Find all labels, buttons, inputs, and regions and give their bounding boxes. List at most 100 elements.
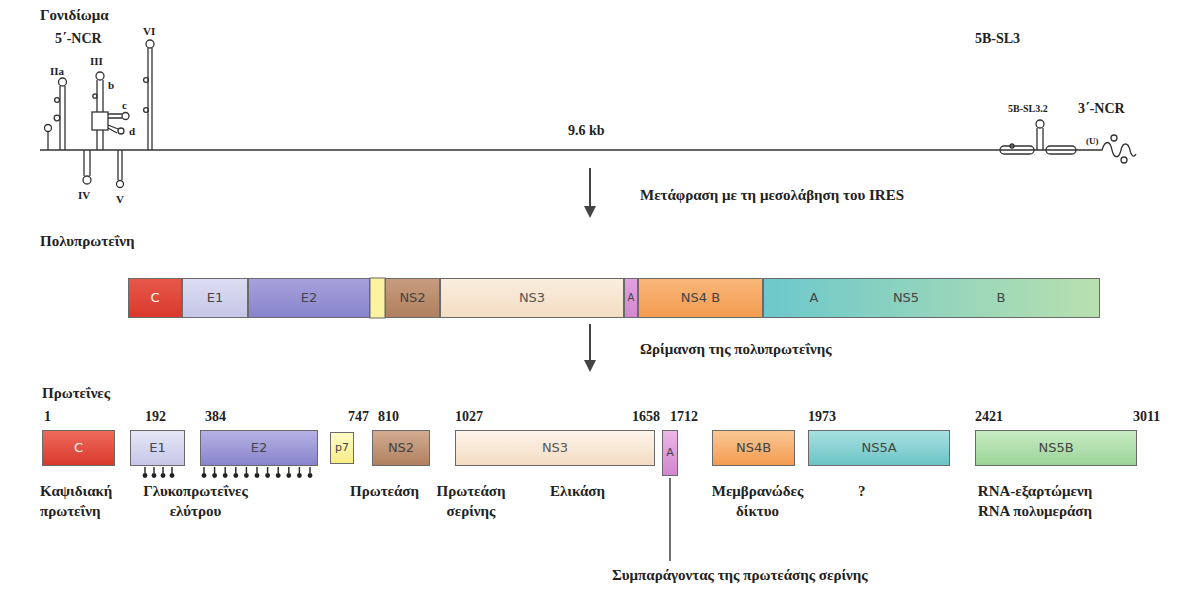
function-label: Μεμβρανώδες δίκτυο — [700, 482, 815, 521]
domain-label: III — [90, 54, 103, 68]
position-number: 1027 — [455, 408, 483, 426]
process-arrow — [584, 168, 596, 372]
protein-box: E1 — [130, 430, 185, 466]
protein-box: p7 — [330, 432, 354, 464]
glycosylation-mark — [244, 473, 249, 478]
function-label: Συμπαράγοντας της πρωτεάσης σερίνης — [612, 566, 868, 586]
domain-label: b — [108, 78, 114, 92]
function-label: Πρωτεάση σερίνης — [425, 482, 517, 521]
position-number: 2421 — [975, 408, 1003, 426]
protein-box: NS5B — [975, 430, 1137, 466]
protein-box: E2 — [200, 430, 318, 466]
position-number: 1658 — [632, 408, 660, 426]
glycosylation-mark — [202, 473, 207, 478]
protein-box: C — [42, 430, 115, 466]
domain-label: V — [116, 192, 124, 206]
position-number: 1 — [44, 408, 51, 426]
domain-label: c — [122, 98, 127, 112]
glycosylation-mark — [223, 473, 228, 478]
step-label: Ωρίμανση της πολυπρωτεΐνης — [640, 340, 832, 360]
position-number: 384 — [205, 408, 226, 426]
protein-box: A — [662, 430, 678, 476]
segment-name: NS2 — [388, 440, 414, 456]
genome-line — [40, 40, 1136, 188]
region-label: 5B-SL3 — [975, 30, 1020, 48]
segment-name: NS5A — [861, 440, 896, 456]
glycosylation-mark — [286, 473, 291, 478]
glycosylation-mark — [233, 473, 238, 478]
function-label: ? — [858, 482, 866, 502]
function-label: Γλυκοπρωτεΐνες ελύτρου — [128, 482, 263, 521]
domain-label: d — [129, 124, 135, 138]
protein-box: NS2 — [372, 430, 430, 466]
position-number: 1973 — [808, 408, 836, 426]
glycosylation-mark — [255, 473, 260, 478]
section-label: Γονιδίωμα — [40, 6, 109, 26]
glycosylation-mark — [256, 467, 257, 473]
polyprotein-segment: A — [624, 278, 638, 318]
glycosylation-mark — [144, 467, 145, 473]
protein-box: NS4B — [712, 430, 795, 466]
segment-name: E2 — [301, 290, 318, 306]
polyprotein-segment: NS3 — [440, 278, 624, 318]
leader-line — [669, 478, 670, 561]
glycosylation-mark — [309, 467, 310, 473]
function-label: Ελικάση — [550, 482, 605, 502]
polyprotein-segment: A NS5 B — [763, 278, 1100, 318]
domain-label: IV — [78, 188, 90, 202]
p7-segment — [370, 278, 385, 318]
glycosylation-mark — [235, 467, 236, 473]
segment-name: E2 — [251, 440, 268, 456]
position-number: 3011 — [1133, 408, 1160, 426]
segment-name: E1 — [149, 440, 166, 456]
protein-box: NS5A — [808, 430, 950, 466]
glycosylation-mark — [246, 467, 247, 473]
polyprotein-segment: E2 — [248, 278, 370, 318]
segment-name: C — [74, 440, 83, 456]
region-label: 3΄-NCR — [1078, 100, 1125, 118]
polyprotein-segment: NS2 — [385, 278, 440, 318]
glycosylation-mark — [214, 467, 215, 473]
glycosylation-mark — [203, 467, 204, 473]
glycosylation-mark — [297, 473, 302, 478]
glycosylation-mark — [299, 467, 300, 473]
polyprotein-segment: NS4 B — [638, 278, 763, 318]
glycosylation-mark — [161, 473, 166, 478]
glycosylation-mark — [308, 473, 313, 478]
position-number: 810 — [378, 408, 399, 426]
segment-name: C — [150, 290, 159, 306]
glycosylation-marks — [143, 467, 313, 478]
segment-name: A — [810, 290, 819, 306]
segment-name: NS2 — [399, 290, 425, 306]
glycosylation-mark — [170, 473, 175, 478]
glycosylation-mark — [276, 473, 281, 478]
polyprotein-segment: E1 — [182, 278, 248, 318]
function-label: Καψιδιακή πρωτεΐνη — [40, 482, 135, 521]
glycosylation-mark — [162, 467, 163, 473]
segment-name: NS5B — [1038, 440, 1073, 456]
step-label: Μετάφραση με τη μεσολάβηση του IRES — [640, 186, 904, 206]
segment-name: B — [997, 290, 1006, 306]
domain-label: IIa — [50, 64, 64, 78]
glycosylation-mark — [143, 473, 148, 478]
glycosylation-mark — [153, 467, 154, 473]
glycosylation-mark — [152, 473, 157, 478]
domain-label: (U) — [1086, 136, 1099, 148]
domain-label: VI — [143, 24, 155, 38]
function-label: RNA-εξαρτώμενη RNA πολυμεράση — [960, 482, 1110, 521]
glycosylation-mark — [212, 473, 217, 478]
segment-name: A — [666, 446, 674, 459]
position-number: 1712 — [670, 408, 698, 426]
segment-name: NS4 B — [681, 290, 720, 306]
segment-name: NS3 — [519, 290, 545, 306]
position-number: 192 — [145, 408, 166, 426]
length-label: 9.6 kb — [568, 122, 605, 140]
glycosylation-mark — [278, 467, 279, 473]
segment-name: NS5 — [893, 290, 919, 306]
polyprotein-segment: C — [128, 278, 182, 318]
section-label: Πολυπρωτεΐνη — [40, 232, 135, 252]
glycosylation-mark — [171, 467, 172, 473]
position-number: 747 — [348, 408, 369, 426]
segment-name: E1 — [207, 290, 224, 306]
